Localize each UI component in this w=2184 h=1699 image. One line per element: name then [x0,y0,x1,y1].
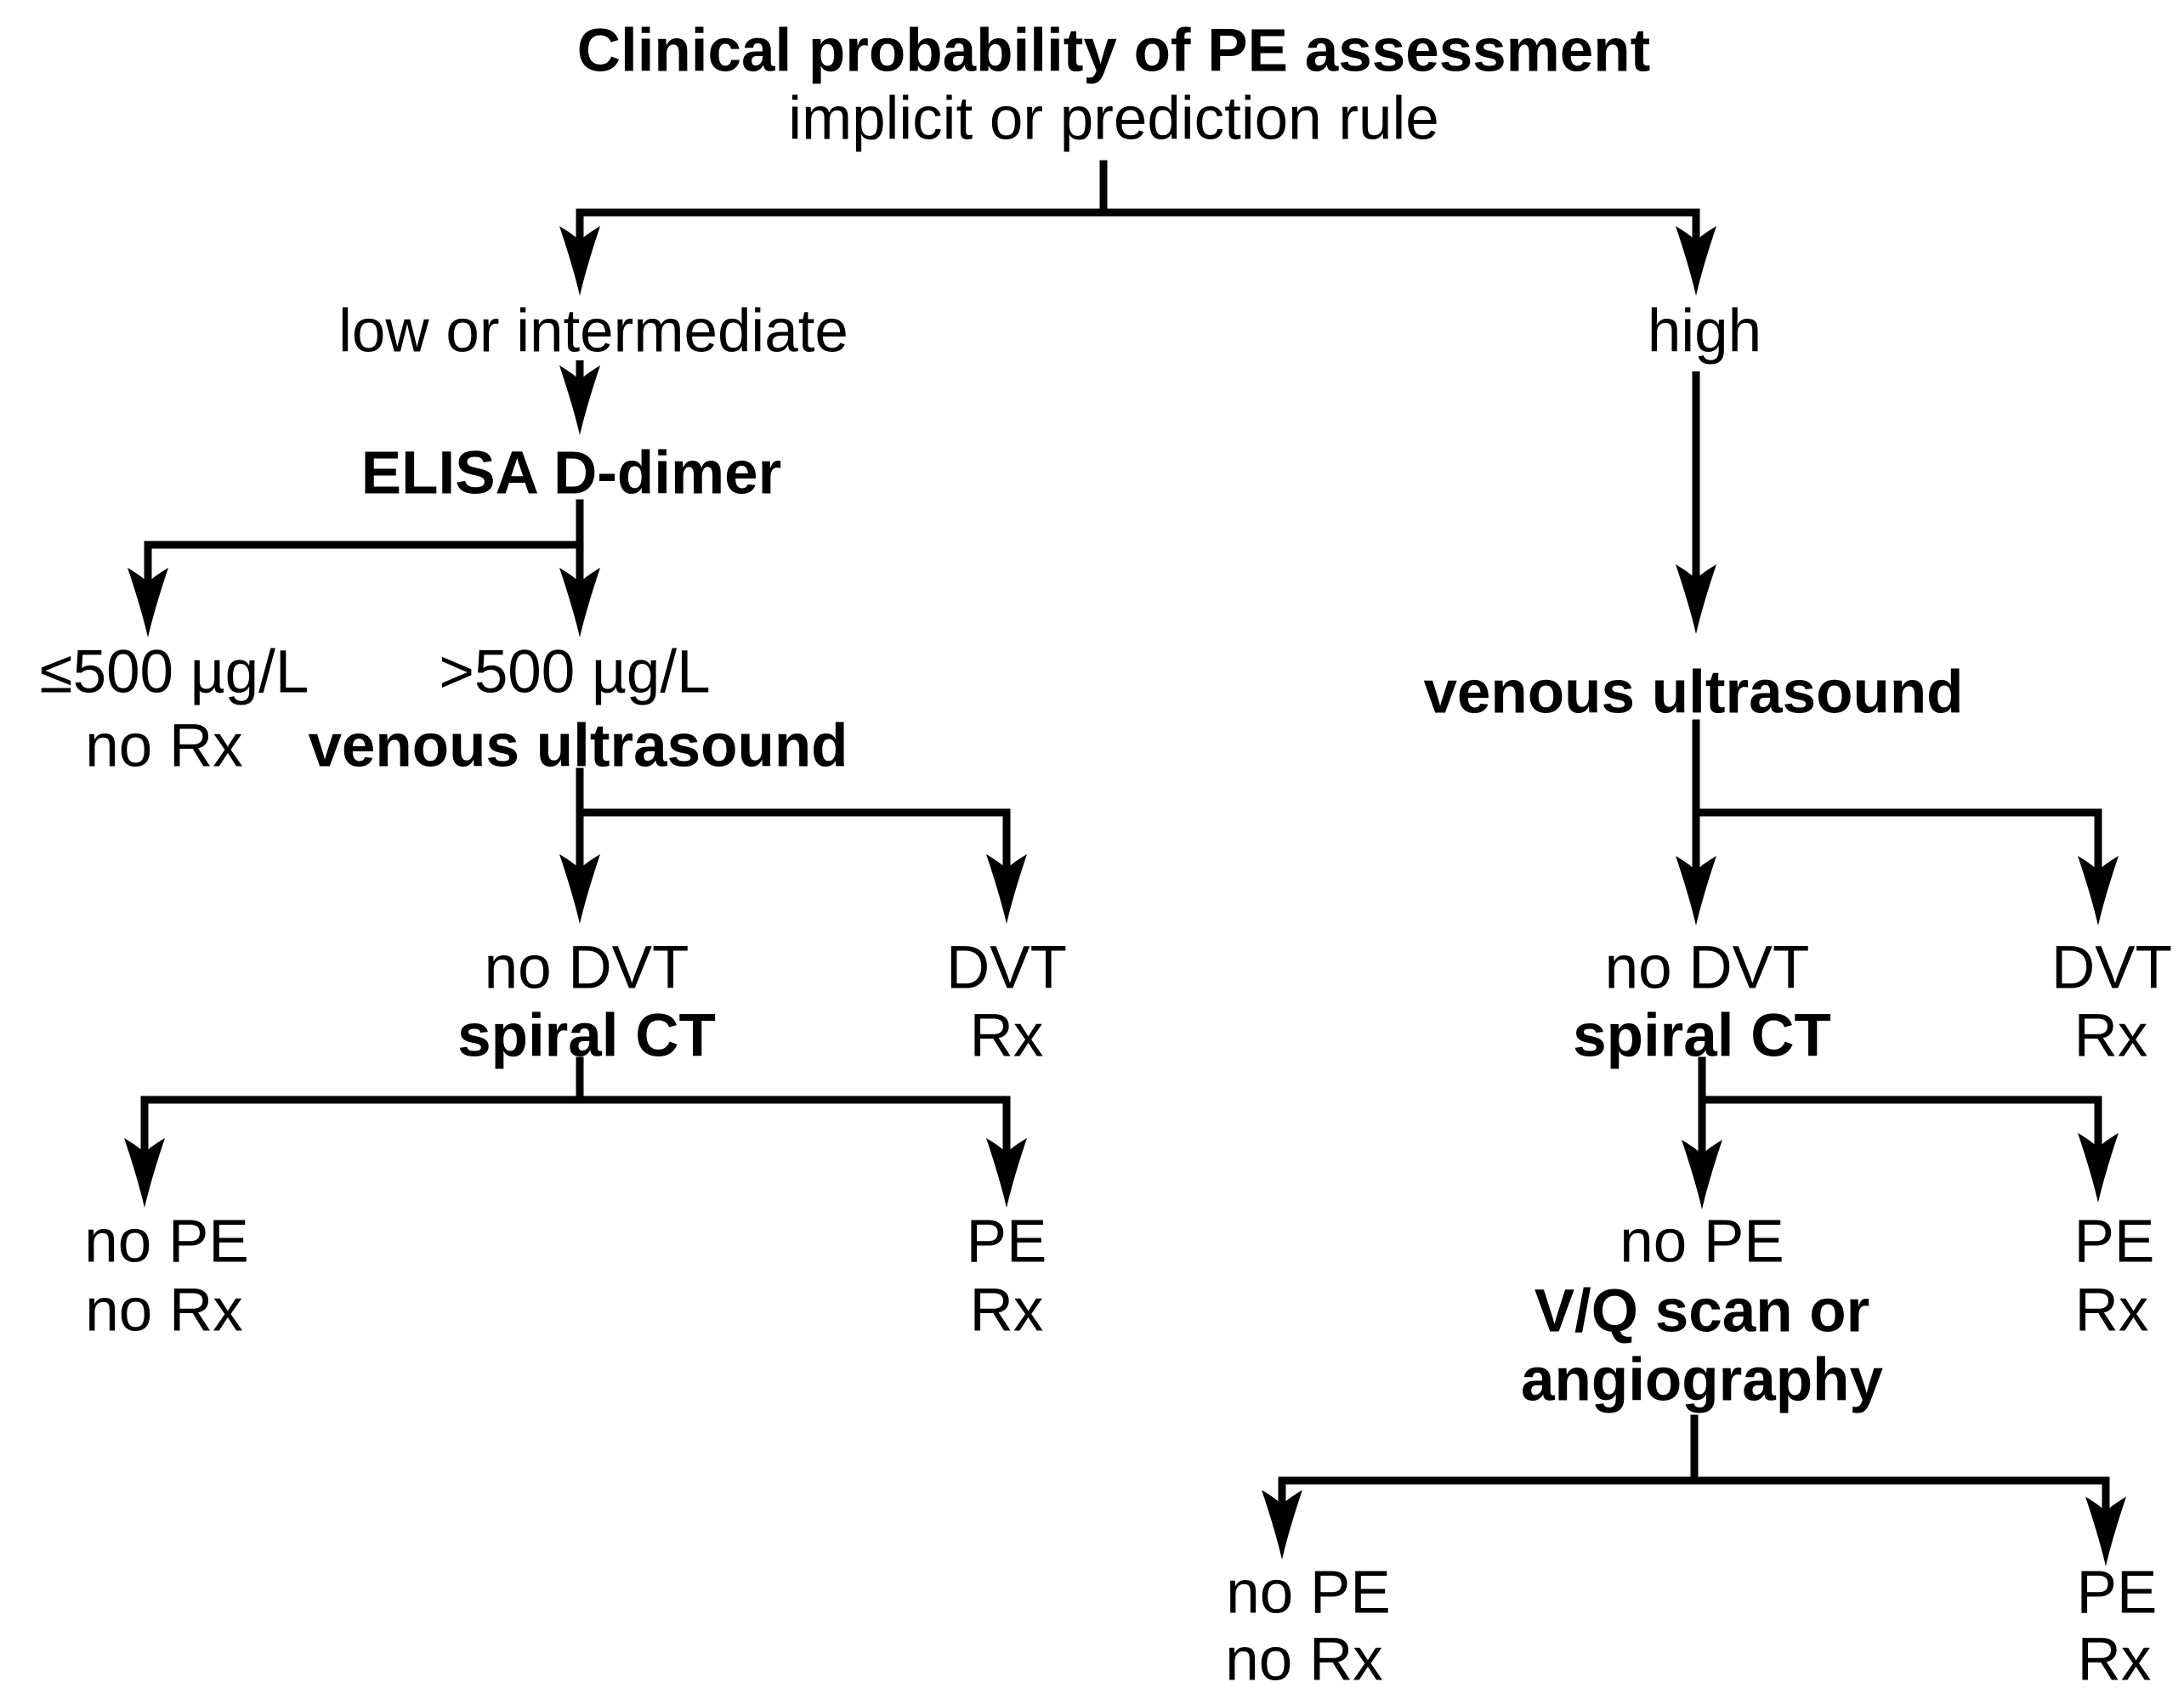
arrowhead-down-icon [124,1138,165,1208]
flow-label-pe-bottom: PE [2077,1560,2158,1627]
arrowhead-down-icon [1262,1490,1302,1560]
arrowhead-down-icon [559,226,600,296]
connector-layer [124,160,2126,1566]
flow-label-rx-bottom: Rx [2078,1627,2152,1694]
flow-label-venous-ultrasound-left: venous ultrasound [308,713,848,780]
flow-label-vq-scan-or: V/Q scan or [1534,1278,1870,1345]
flow-label-high: high [1648,298,1761,365]
flow-label-angiography: angiography [1521,1347,1884,1414]
flow-label-spiral-ct-right: spiral CT [1573,1003,1831,1070]
flow-label-spiral-ct-left: spiral CT [457,1003,716,1070]
flow-label-rx-dvt-left: Rx [970,1003,1044,1070]
flow-label-no-pe-bottom: no PE [1226,1560,1390,1627]
flow-label-no-rx-left: no Rx [85,1277,242,1345]
arrowhead-down-icon [1682,1140,1722,1209]
flow-label-title-line2: implicit or prediction rule [788,86,1439,153]
flow-label-pe-left: PE [967,1209,1047,1276]
flow-label-dvt-right: DVT [2051,935,2172,1002]
flow-label-rx-pe-left: Rx [970,1277,1044,1345]
flow-label-title-line1: Clinical probability of PE assessment [577,18,1651,85]
flow-label-no-pe-left: no PE [84,1209,248,1276]
arrowhead-down-icon [986,854,1027,924]
flow-label-no-pe-right: no PE [1620,1209,1784,1276]
flow-label-elisa-d-dimer: ELISA D-dimer [361,440,781,507]
arrowhead-down-icon [2078,856,2119,926]
flow-label-rx-dvt-right: Rx [2074,1003,2148,1070]
flow-label-low-or-intermediate: low or intermediate [338,298,848,365]
arrowhead-down-icon [986,1138,1027,1208]
label-layer: Clinical probability of PE assessmentimp… [40,18,2172,1694]
arrowhead-down-icon [1676,226,1716,296]
flow-label-no-rx-dimer: no Rx [85,713,242,780]
arrowhead-down-icon [559,854,600,924]
flow-label-venous-ultrasound-right: venous ultrasound [1423,660,1963,727]
flow-label-pe-spiral-right: PE [2074,1209,2155,1276]
arrowhead-down-icon [128,568,168,637]
arrowhead-down-icon [1676,564,1716,634]
flow-label-le-500-ug-l: ≤500 µg/L [40,639,309,706]
flow-label-rx-spiral-right: Rx [2075,1277,2149,1345]
arrowhead-down-icon [559,365,600,435]
flow-label-gt-500-ug-l: >500 µg/L [439,639,710,706]
arrowhead-down-icon [1676,856,1716,926]
flow-label-no-rx-bottom: no Rx [1225,1627,1382,1694]
flow-label-no-dvt-right: no DVT [1605,935,1810,1002]
arrowhead-down-icon [2085,1497,2126,1566]
flow-label-no-dvt-left: no DVT [485,935,689,1002]
arrowhead-down-icon [2078,1133,2119,1203]
arrowhead-down-icon [559,568,600,637]
flow-label-dvt-left: DVT [946,935,1067,1002]
